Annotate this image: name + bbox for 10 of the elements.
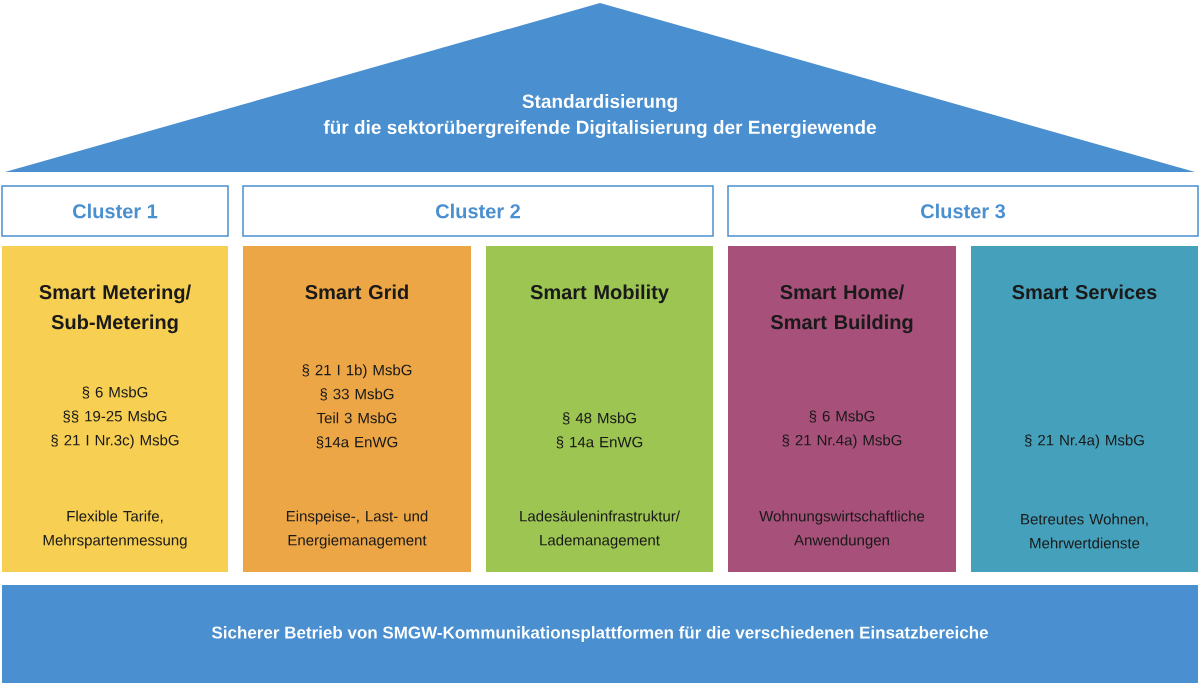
cluster-header: Cluster 2 <box>242 185 714 237</box>
foundation-band: Sicherer Betrieb von SMGW-Kommunikationsplattformen für die verschiedenen Einsatzbereiche <box>2 585 1198 683</box>
cluster-header: Cluster 1 <box>1 185 229 237</box>
pillar-box: Smart Services § 21 Nr.4a) MsbG Betreutes Wohnen, Mehrwertdienste <box>971 246 1198 572</box>
pillar-box: Smart Home/ Smart Building § 6 MsbG § 21 Nr.4a) MsbG Wohnungswirtschaftliche Anwendungen <box>728 246 956 572</box>
pillar-box: Smart Metering/ Sub-Metering § 6 MsbG §§ 19-25 MsbG § 21 I Nr.3c) MsbG Flexible Tarife, Mehrspartenmessung <box>2 246 228 572</box>
pillar-box: Smart Mobility § 48 MsbG § 14a EnWG Ladesäuleninfrastruktur/ Lademanagement <box>486 246 713 572</box>
cluster-header: Cluster 3 <box>727 185 1199 237</box>
pillar-box: Smart Grid § 21 I 1b) MsbG § 33 MsbG Teil 3 MsbG §14a EnWG Einspeise-, Last- und Energiemanagement <box>243 246 471 572</box>
roof-banner: Standardisierung für die sektorübergreifende Digitalisierung der Energiewende <box>5 3 1195 172</box>
